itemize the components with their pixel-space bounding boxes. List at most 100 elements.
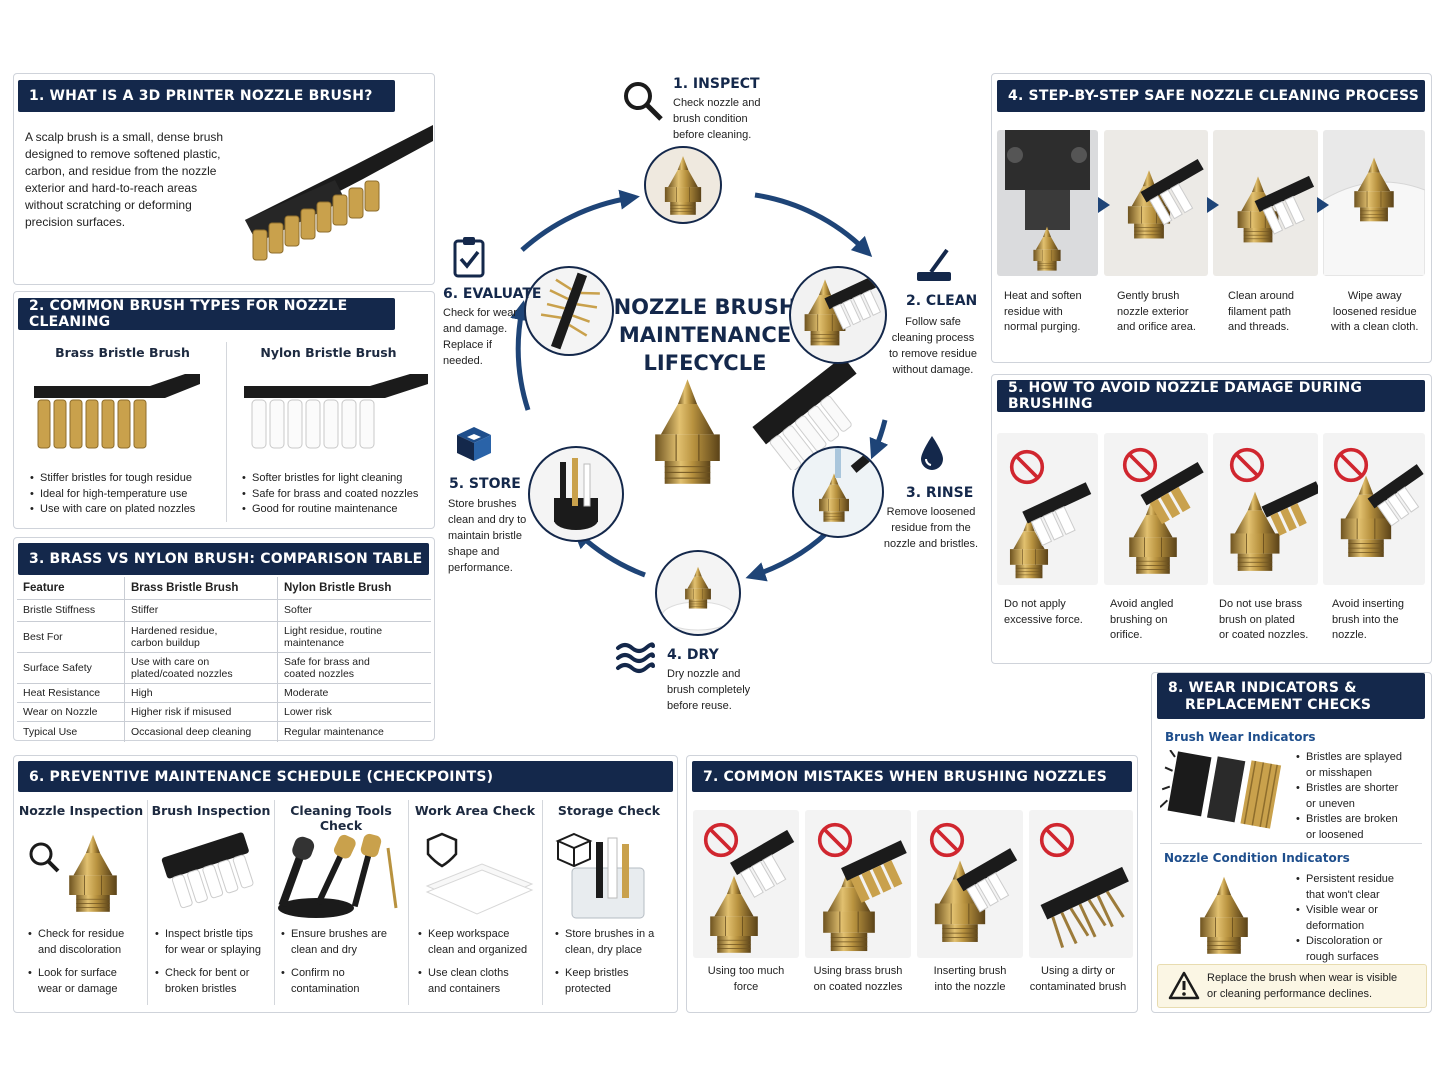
- step-5-photo: [528, 446, 624, 542]
- desc-line: carbon, and residue from the nozzle: [25, 164, 217, 178]
- bullet-line: Confirm no: [291, 967, 345, 979]
- nylon-brush-label: Nylon Bristle Brush: [260, 345, 397, 360]
- caption-line: loosened residue: [1332, 305, 1417, 318]
- table-cell: Typical Use: [23, 725, 78, 738]
- table-cell: Softer: [277, 599, 431, 622]
- table-cell: High: [124, 683, 278, 703]
- step-2-title: 2. CLEAN: [906, 293, 978, 309]
- mistake-photo-3: [917, 810, 1023, 958]
- caption-line: force: [733, 980, 759, 993]
- divider: [408, 800, 409, 1005]
- center-nozzle-image: [654, 378, 721, 485]
- table-cell: Hardened residue, carbon buildup: [124, 621, 278, 653]
- bullet-line: rough surfaces: [1306, 950, 1379, 963]
- table-cell: Lower risk: [277, 702, 431, 722]
- caption-line: Inserting brush: [933, 965, 1007, 977]
- table-cell: Light residue, routine maintenance: [277, 621, 431, 653]
- section-3-title: 3. BRASS VS NYLON BRUSH: COMPARISON TABL…: [29, 551, 423, 567]
- bullet: Good for routine maintenance: [242, 502, 432, 518]
- bullet-line: protected: [565, 982, 611, 995]
- desc-line: Follow safe: [905, 316, 961, 328]
- desc-line: without scratching or deforming: [25, 198, 192, 212]
- bullet-line: Keep bristles: [565, 967, 629, 979]
- caption-line: nozzle exterior: [1117, 305, 1189, 318]
- desc-line: residue from the: [891, 522, 971, 534]
- caption-line: Do not use brass: [1219, 598, 1303, 610]
- caption-line: Using a dirty or: [1041, 965, 1115, 977]
- section-1-title: 1. WHAT IS A 3D PRINTER NOZZLE BRUSH?: [29, 88, 373, 104]
- step-photo-2: [1104, 130, 1208, 276]
- bullet-line: wear or damage: [38, 982, 118, 995]
- table-header-cell: Nylon Bristle Brush: [277, 577, 431, 600]
- table-cell: Safe for brass and coated nozzles: [277, 652, 431, 684]
- bullet: Use with care on plated nozzles: [30, 502, 220, 518]
- caption-line: filament path: [1228, 305, 1291, 318]
- step-5-title: 5. STORE: [449, 476, 521, 492]
- table-cell: Bristle Stiffness: [17, 599, 125, 622]
- warning-line: Replace the brush when wear is visible: [1207, 972, 1398, 984]
- divider: [147, 800, 148, 1005]
- caption-line: Using brass brush: [813, 965, 903, 977]
- section-5-header: 5. HOW TO AVOID NOZZLE DAMAGE DURING BRU…: [997, 380, 1425, 412]
- section-8-title-line: 8. WEAR INDICATORS &: [1168, 680, 1357, 696]
- bullet-line: Use clean cloths: [428, 967, 509, 979]
- step-6-title: 6. EVALUATE: [443, 286, 542, 302]
- bullet-line: Check for residue: [38, 928, 125, 940]
- section-7-header: 7. COMMON MISTAKES WHEN BRUSHING NOZZLES: [692, 761, 1132, 792]
- brass-brush-type-image: [34, 374, 200, 449]
- bullet: Stiffer bristles for tough residue: [30, 471, 220, 487]
- bullet-line: clean and organized: [428, 943, 528, 956]
- table-cell: Surface Safety: [17, 652, 125, 684]
- desc-line: maintain bristle: [448, 530, 522, 542]
- magnifier-icon: [624, 82, 663, 121]
- caption-line: Do not apply: [1004, 598, 1066, 610]
- worn-nozzle-image: [1199, 876, 1249, 955]
- desc-line: performance.: [448, 562, 513, 574]
- section-8-title-line: REPLACEMENT CHECKS: [1185, 697, 1372, 713]
- table-cell: Regular maintenance: [277, 721, 431, 742]
- desc-line: Replace if: [443, 339, 492, 351]
- desc-line: before cleaning.: [673, 129, 752, 141]
- replacement-warning-box: [1157, 964, 1427, 1008]
- bullet-line: Bristles are broken: [1306, 813, 1398, 825]
- brush-icon: [917, 248, 951, 281]
- section-6-header: 6. PREVENTIVE MAINTENANCE SCHEDULE (CHEC…: [18, 761, 673, 792]
- bullet-line: and discoloration: [38, 943, 122, 956]
- caption-line: and threads.: [1228, 321, 1290, 333]
- bullet-line: Persistent residue: [1306, 873, 1395, 885]
- table-header-cell: Brass Bristle Brush: [124, 577, 278, 600]
- damage-photo-1: [997, 433, 1098, 585]
- step-1-title: 1. INSPECT: [673, 76, 760, 92]
- warning-line: or cleaning performance declines.: [1207, 987, 1373, 1000]
- checkpoint-title-1: Nozzle Inspection: [18, 803, 144, 818]
- bullet-line: contamination: [291, 982, 360, 995]
- bullet-line: or loosened: [1306, 828, 1364, 841]
- table-cell: Wear on Nozzle: [17, 702, 125, 722]
- replacement-warning-text: Replace the brush when wear is visible o…: [1207, 971, 1397, 1002]
- damage-photo-2: [1104, 433, 1208, 585]
- desc-line: shape and: [448, 546, 500, 558]
- step-3-photo: [792, 446, 884, 538]
- warning-icon: [1168, 971, 1200, 1000]
- checkpoint-title-2: Brush Inspection: [151, 803, 271, 818]
